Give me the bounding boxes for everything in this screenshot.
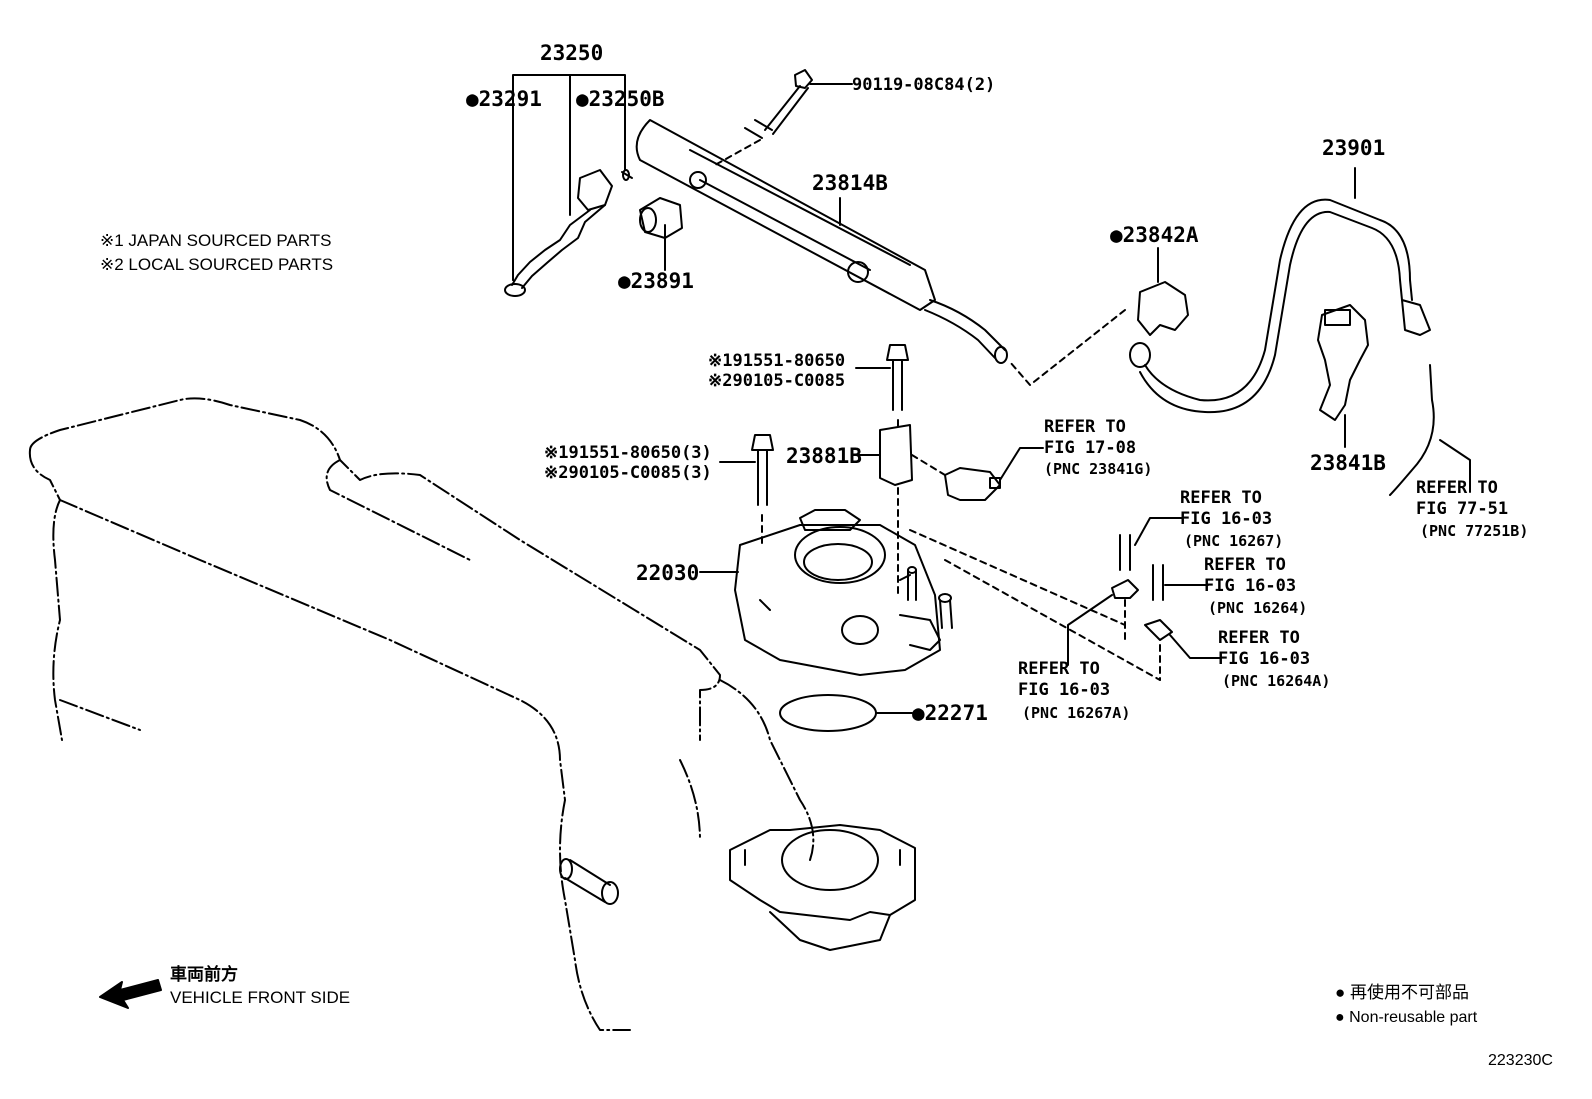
label-290105b: ※290105-C0085(3) (544, 463, 712, 483)
label-23814b: 23814B (812, 171, 888, 195)
bolt-triple (751, 434, 774, 506)
ref-16264-l2: FIG 16-03 (1204, 576, 1297, 596)
bracket (879, 424, 913, 486)
label-191551a: ※191551-80650 (708, 351, 846, 371)
label-23250b: ●23250B (576, 87, 665, 111)
leader-ref16264a (1169, 634, 1221, 659)
front-side-jp: 車両前方 (170, 965, 238, 984)
note-japan-sourced: ※1 JAPAN SOURCED PARTS (100, 231, 332, 250)
label-23841b: 23841B (1310, 451, 1386, 475)
legend-non-reusable-en: ● Non-reusable part (1335, 1009, 1478, 1026)
label-191551b: ※191551-80650(3) (544, 443, 712, 463)
ref-1708-l3: (PNC 23841G) (1044, 460, 1153, 478)
fuel-injector (504, 169, 633, 297)
ref-16264a-l1: REFER TO (1218, 628, 1300, 648)
hose-clip (1137, 281, 1189, 336)
ref-16264a-l2: FIG 16-03 (1218, 649, 1311, 669)
ref-1708-l1: REFER TO (1044, 417, 1126, 437)
bolt-single (886, 344, 909, 411)
label-22271: ●22271 (912, 701, 988, 725)
label-90119: 90119-08C84(2) (852, 75, 996, 95)
ref-16267a-l1: REFER TO (1018, 659, 1100, 679)
front-side-en: VEHICLE FRONT SIDE (170, 988, 351, 1007)
ref-16264-l3: (PNC 16264) (1208, 599, 1308, 617)
ref-16267a-l2: FIG 16-03 (1018, 680, 1111, 700)
fuel-hose (1129, 198, 1431, 414)
label-23901: 23901 (1322, 136, 1386, 160)
leader-clip-rail (1009, 309, 1126, 386)
clamp-1 (1111, 579, 1139, 599)
leader-clamp (1124, 599, 1161, 681)
label-23250: 23250 (540, 41, 604, 65)
leader-bracket-sensor (911, 454, 946, 476)
injector-spacer (639, 197, 683, 239)
pipe-stub (559, 858, 619, 905)
ref-1708-l2: FIG 17-08 (1044, 438, 1137, 458)
ref-7751-l2: FIG 77-51 (1416, 499, 1509, 519)
gasket (779, 694, 877, 732)
leader-hose-b (944, 559, 1161, 681)
engine-outline (28, 397, 815, 1031)
label-22030: 22030 (636, 561, 700, 585)
label-23842a: ●23842A (1110, 223, 1199, 247)
small-hose-2 (1152, 564, 1164, 601)
leader-ref16267 (1134, 517, 1183, 546)
ref-16267a-l3: (PNC 16267A) (1022, 704, 1131, 722)
connector-bracket (1317, 304, 1369, 421)
leader-bolt-rail (714, 139, 761, 166)
label-23291: ●23291 (466, 87, 542, 111)
sensor (944, 467, 1001, 501)
diagram-id: 223230C (1488, 1052, 1553, 1069)
clamp-2 (1144, 619, 1173, 641)
label-23881b: 23881B (786, 444, 862, 468)
front-arrow-icon (99, 979, 162, 1009)
rail-bolt (744, 69, 813, 139)
ref-16264a-l3: (PNC 16264A) (1222, 672, 1331, 690)
label-290105a: ※290105-C0085 (708, 371, 846, 391)
vent-hose (1389, 364, 1435, 496)
ref-16264-l1: REFER TO (1204, 555, 1286, 575)
ref-7751-l3: (PNC 77251B) (1420, 522, 1529, 540)
note-local-sourced: ※2 LOCAL SOURCED PARTS (100, 255, 334, 274)
fuel-rail (635, 119, 1008, 364)
intake-flange (729, 824, 916, 951)
legend-non-reusable-jp: ● 再使用不可部品 (1335, 983, 1469, 1002)
ref-16267-l1: REFER TO (1180, 488, 1262, 508)
ref-16267-l3: (PNC 16267) (1184, 532, 1284, 550)
leader-ref16267a (1067, 594, 1113, 666)
label-23891: ●23891 (618, 269, 694, 293)
leader-ref1708 (999, 447, 1044, 481)
ref-7751-l1: REFER TO (1416, 478, 1498, 498)
throttle-body (734, 509, 953, 676)
leader-hose-a (909, 529, 1126, 626)
leader-ref7751 (1439, 439, 1471, 493)
ref-16267-l2: FIG 16-03 (1180, 509, 1273, 529)
small-hose-1 (1119, 534, 1131, 571)
